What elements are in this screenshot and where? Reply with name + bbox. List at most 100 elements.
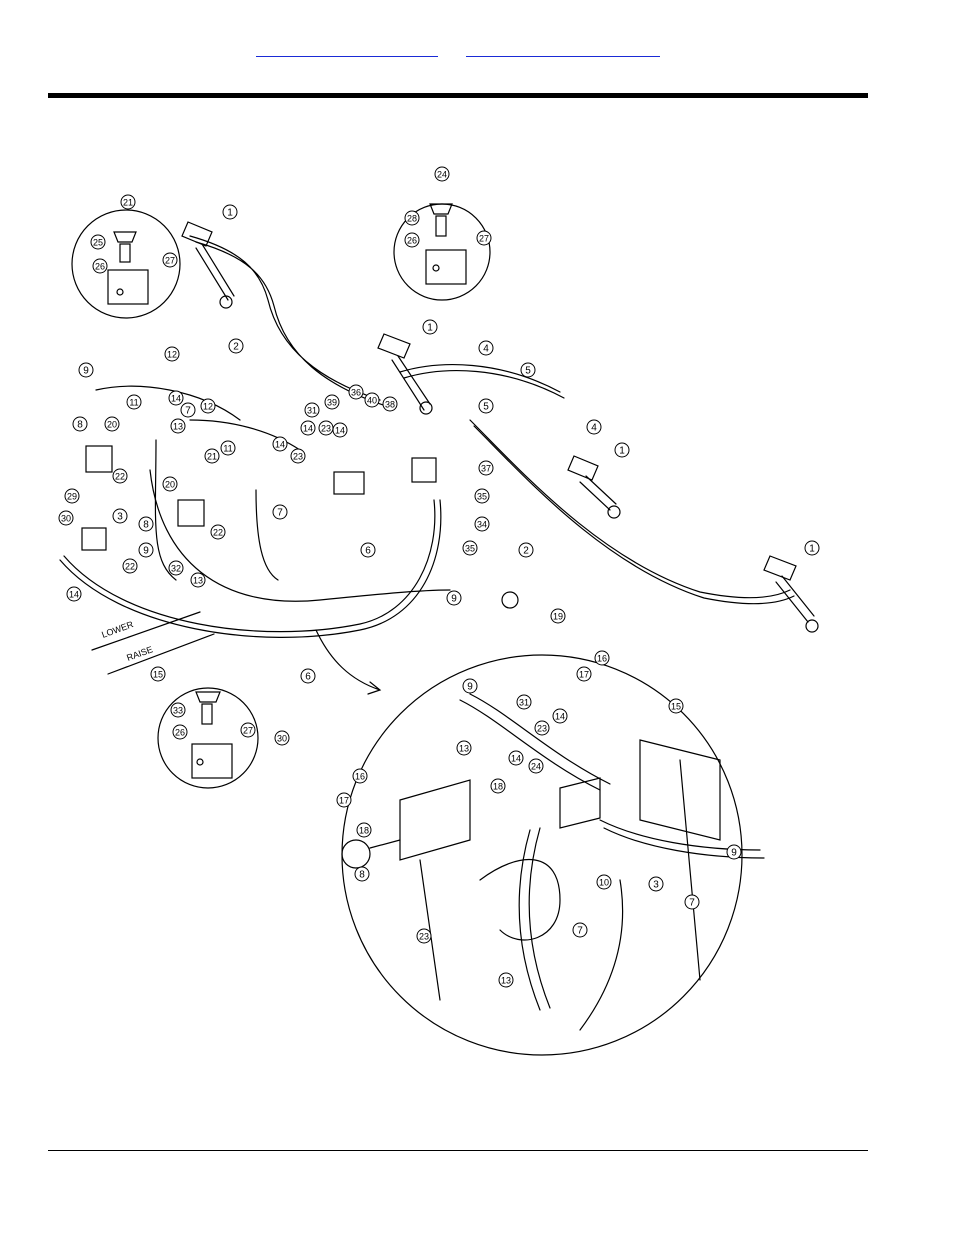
hose-15	[91, 611, 215, 675]
callout-c22b: 22	[210, 524, 226, 540]
callout-c25: 25	[90, 234, 106, 250]
svg-text:4: 4	[591, 423, 597, 434]
svg-text:4: 4	[483, 344, 489, 355]
svg-text:22: 22	[115, 472, 125, 482]
svg-text:9: 9	[451, 594, 457, 605]
valve-block-30	[81, 527, 107, 551]
callout-c30: 30	[58, 510, 74, 526]
hose-2-right	[469, 419, 795, 605]
svg-text:31: 31	[307, 406, 317, 416]
svg-text:31: 31	[519, 698, 529, 708]
svg-text:33: 33	[173, 706, 183, 716]
svg-text:5: 5	[525, 366, 531, 377]
svg-text:14: 14	[275, 440, 285, 450]
callout-c31: 31	[304, 402, 320, 418]
callout-c9b: 9	[138, 542, 154, 558]
header-link-right[interactable]	[466, 44, 660, 57]
callout-c34: 34	[474, 516, 490, 532]
callout-c5b: 5	[478, 398, 494, 414]
cylinder-top-left	[181, 221, 235, 309]
svg-text:28: 28	[407, 214, 417, 224]
callout-d9: 9	[462, 678, 478, 694]
callout-c28: 28	[404, 210, 420, 226]
callout-c24: 24	[434, 166, 450, 182]
callout-c27b: 27	[476, 230, 492, 246]
svg-text:26: 26	[407, 236, 417, 246]
svg-text:23: 23	[419, 932, 429, 942]
callout-c8a: 8	[72, 416, 88, 432]
svg-text:9: 9	[143, 546, 149, 557]
svg-text:18: 18	[359, 826, 369, 836]
svg-text:26: 26	[175, 728, 185, 738]
cylinder-top-middle	[377, 333, 433, 415]
svg-text:16: 16	[597, 654, 607, 664]
callout-c8b: 8	[138, 516, 154, 532]
callout-c14a: 14	[168, 390, 184, 406]
callout-c21b: 21	[204, 448, 220, 464]
svg-text:2: 2	[523, 546, 529, 557]
callout-c30b: 30	[274, 730, 290, 746]
hose-label-raise: RAISE	[125, 644, 154, 663]
callout-c14e: 14	[66, 586, 82, 602]
callout-c4a: 4	[478, 340, 494, 356]
svg-text:23: 23	[321, 424, 331, 434]
callout-c36: 36	[348, 384, 364, 400]
hose-9	[95, 385, 451, 602]
manifold-block-right	[411, 457, 437, 483]
callout-d7a: 7	[684, 894, 700, 910]
bottom-rule	[48, 1150, 868, 1151]
callout-c20b: 20	[162, 476, 178, 492]
callout-c7b: 7	[272, 504, 288, 520]
svg-text:22: 22	[125, 562, 135, 572]
valve-block-8b	[177, 499, 205, 527]
cylinder-right	[567, 455, 621, 519]
header-link-left[interactable]	[256, 44, 438, 57]
callout-d31: 31	[516, 694, 532, 710]
svg-text:9: 9	[731, 848, 737, 859]
svg-text:37: 37	[481, 464, 491, 474]
callout-c13a: 13	[170, 418, 186, 434]
svg-text:21: 21	[123, 198, 133, 208]
svg-text:20: 20	[107, 420, 117, 430]
callout-d14a: 14	[552, 708, 568, 724]
callout-c37: 37	[478, 460, 494, 476]
callout-c7a: 7	[180, 402, 196, 418]
svg-text:11: 11	[129, 398, 138, 408]
inset-24-contents	[425, 203, 467, 285]
hose-13	[154, 439, 279, 581]
hose-2-left	[189, 235, 387, 407]
svg-text:18: 18	[493, 782, 503, 792]
svg-text:1: 1	[619, 446, 625, 457]
callout-d13: 13	[456, 740, 472, 756]
svg-text:17: 17	[339, 796, 349, 806]
callout-c33: 33	[170, 702, 186, 718]
callout-c5a: 5	[520, 362, 536, 378]
callout-d17a: 17	[576, 666, 592, 682]
callout-d9b: 9	[726, 844, 742, 860]
callout-c9a: 9	[78, 362, 94, 378]
svg-text:2: 2	[233, 342, 239, 353]
svg-text:8: 8	[77, 420, 83, 431]
svg-text:27: 27	[479, 234, 489, 244]
cylinder-far-right	[763, 555, 819, 633]
callout-c3a: 3	[112, 508, 128, 524]
inset-30	[157, 687, 259, 789]
callout-d13b: 13	[498, 972, 514, 988]
callout-c2b: 2	[518, 542, 534, 558]
callout-c32: 32	[168, 560, 184, 576]
hose-4	[399, 364, 565, 399]
svg-text:12: 12	[203, 402, 213, 412]
svg-text:27: 27	[243, 726, 253, 736]
svg-text:14: 14	[303, 424, 313, 434]
svg-text:1: 1	[809, 544, 815, 555]
svg-text:11: 11	[223, 444, 232, 454]
callout-c22c: 22	[122, 558, 138, 574]
callout-c26c: 26	[172, 724, 188, 740]
callout-d24: 24	[528, 758, 544, 774]
svg-text:35: 35	[477, 492, 487, 502]
svg-text:14: 14	[171, 394, 181, 404]
svg-text:38: 38	[385, 400, 395, 410]
svg-text:1: 1	[427, 323, 433, 334]
callout-c11a: 11	[126, 394, 142, 410]
svg-text:23: 23	[537, 724, 547, 734]
